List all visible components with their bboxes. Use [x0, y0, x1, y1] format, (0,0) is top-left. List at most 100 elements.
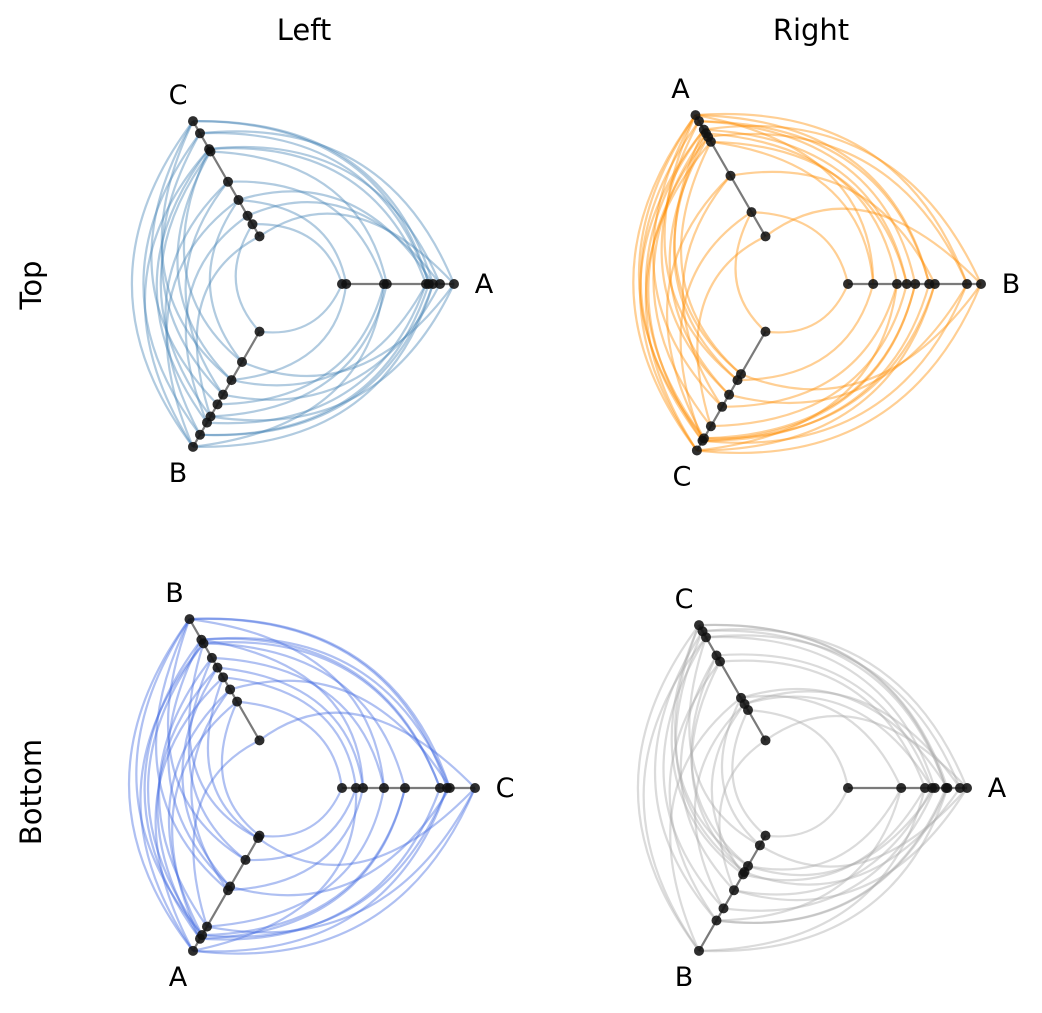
hive-panel-top-right: BCA [632, 74, 1020, 492]
node-B-7 [196, 634, 207, 645]
edge-C6-B8 [189, 617, 449, 789]
edge-A5-C8 [698, 623, 948, 789]
edge-B2-C5 [690, 655, 749, 867]
edge-B2-C8 [673, 624, 749, 867]
edge-A2-C4 [719, 659, 927, 789]
edge-C5-A7 [199, 787, 442, 941]
edge-C1-A2 [245, 787, 358, 862]
axis-label-A: A [671, 74, 690, 105]
edge-C1-A6 [673, 129, 742, 375]
edge-A3-B5 [210, 283, 388, 418]
edge-A5-B7 [199, 283, 430, 437]
node-B-8 [694, 945, 704, 956]
node-C-8 [691, 445, 702, 456]
node-C-1 [247, 219, 258, 230]
edge-A8-C0 [258, 212, 455, 285]
node-B-5 [206, 652, 217, 663]
edge-A8-B1 [241, 283, 455, 378]
edge-B3-C7 [674, 630, 746, 873]
edge-B6-C8 [696, 283, 936, 452]
axis-label-A: A [169, 962, 188, 993]
edge-B3-C4 [690, 661, 746, 873]
node-A-4 [223, 885, 233, 896]
edge-B1-C3 [208, 199, 243, 363]
node-B-6 [718, 903, 729, 914]
node-A-2 [240, 854, 251, 865]
edge-A3-C2 [744, 695, 933, 789]
node-A-8 [962, 783, 972, 793]
edge-B5-A7 [698, 120, 931, 285]
edge-A0-B0 [259, 283, 344, 334]
node-A-6 [698, 124, 709, 135]
edge-B0-C1 [731, 709, 767, 837]
edge-C8-A1 [257, 787, 476, 866]
edge-C4-A2 [681, 174, 732, 408]
edge-B7-C7 [142, 132, 201, 436]
edge-B7-C7 [653, 630, 718, 922]
edge-A6-C8 [192, 120, 435, 285]
edge-A4-B2 [747, 787, 936, 877]
node-C-0 [337, 783, 347, 793]
axis-label-C: C [672, 461, 691, 492]
edge-A2-B4 [217, 283, 386, 406]
edge-B8-A0 [764, 207, 982, 285]
edge-B5-A8 [695, 114, 931, 285]
edge-B7-C3 [728, 283, 968, 405]
edge-B1-C6 [182, 148, 243, 363]
node-C-4 [223, 176, 233, 187]
edge-C2-B4 [217, 666, 365, 789]
edge-C1-B3 [222, 676, 358, 789]
axis-label-B: B [165, 578, 184, 609]
edge-A6-B7 [716, 787, 949, 925]
hive-panel-bottom-left: CAB [127, 578, 514, 993]
axis-C [698, 624, 767, 741]
edge-C6-A6 [645, 129, 705, 439]
edge-B1-C3 [720, 697, 761, 847]
edge-A6-B8 [192, 283, 435, 448]
edge-A8-C7 [702, 628, 969, 789]
edge-A6-C3 [238, 190, 434, 285]
node-B-0 [254, 735, 265, 746]
edge-A6-B8 [698, 787, 949, 953]
edge-A7-B3 [222, 283, 441, 401]
edge-A2-B8 [698, 787, 927, 952]
edge-A5-C8 [192, 120, 430, 285]
node-A-4 [929, 783, 940, 793]
edge-A6-B8 [135, 618, 203, 936]
edge-A3-B7 [167, 639, 231, 888]
node-B-2 [225, 684, 236, 695]
column-title-left: Left [277, 13, 332, 47]
axis-label-A: A [475, 269, 494, 300]
edge-A7-B1 [171, 700, 238, 940]
edge-C4-A6 [202, 787, 407, 937]
edge-A1-C3 [238, 198, 348, 285]
edge-A5-C7 [702, 629, 948, 789]
edge-B8-C8 [636, 624, 700, 952]
hive-panel-bottom-right: ABC [636, 584, 1007, 993]
edge-B6-C2 [184, 214, 249, 424]
node-A-7 [435, 279, 445, 289]
edge-A8-C0 [764, 714, 968, 789]
edge-C6-A2 [665, 174, 732, 439]
edge-A7-B7 [143, 639, 203, 940]
edge-B4-C8 [670, 624, 744, 876]
node-B-3 [218, 389, 229, 400]
edge-A1-B7 [716, 787, 903, 922]
edge-A0-C1 [252, 223, 344, 285]
edge-B6-A2 [730, 170, 936, 285]
edge-C0-B1 [236, 700, 344, 789]
node-B-6 [202, 417, 212, 428]
axis-label-B: B [675, 962, 694, 993]
node-B-8 [188, 441, 198, 452]
edge-C0-A1 [734, 211, 767, 333]
edge-B1-C6 [688, 636, 761, 847]
edge-C7-B2 [229, 679, 451, 789]
node-B-7 [711, 915, 722, 926]
edge-C5-B6 [203, 641, 442, 789]
node-B-1 [232, 696, 243, 707]
edge-C7-A7 [639, 120, 704, 442]
node-C-4 [400, 783, 410, 793]
edge-A2-B5 [187, 657, 247, 861]
edge-C5-A5 [652, 132, 712, 427]
edge-B8-C8 [130, 120, 194, 448]
